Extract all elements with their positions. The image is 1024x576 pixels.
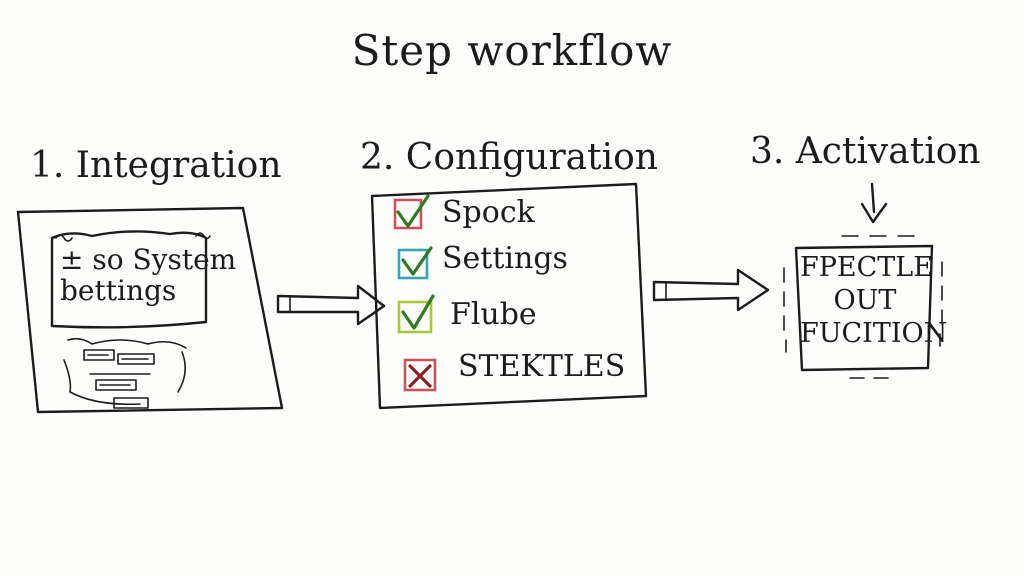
checklist-item-settings: Settings — [442, 241, 568, 276]
cross-mark-icon — [408, 364, 432, 388]
check-mark-icon — [396, 194, 430, 228]
integration-panel-text: ± so System bettings — [60, 244, 236, 307]
diagram-title: Step workflow — [351, 26, 673, 75]
integration-frame — [16, 206, 284, 414]
integration-line: bettings — [60, 274, 177, 308]
step-label-configuration: 2. Configuration — [360, 137, 658, 178]
step-label-integration: 1. Integration — [30, 145, 282, 186]
activation-line: FUCITION — [800, 317, 948, 349]
activation-text: FPECTLE OUT FUCITION — [800, 252, 948, 351]
checklist-item-spock: Spock — [442, 195, 535, 230]
check-mark-icon — [401, 246, 433, 276]
activation-line: FPECTLE — [800, 252, 933, 283]
checkbox-spock — [393, 194, 430, 230]
activation-frame — [794, 244, 934, 372]
configuration-frame — [370, 182, 648, 410]
checkbox-stektles — [403, 358, 437, 392]
step-label-activation: 3. Activation — [750, 131, 981, 172]
panel-top-curls — [55, 232, 211, 242]
mini-ui-sketch — [63, 337, 187, 409]
arrow-step1-to-step2 — [276, 284, 386, 326]
checkbox-flube — [397, 294, 435, 334]
checklist-item-flube: Flube — [450, 297, 537, 332]
down-arrow-icon — [860, 182, 888, 224]
checklist-item-stektles: STEKTLES — [458, 349, 626, 384]
checkbox-settings — [397, 246, 433, 280]
activation-dashes — [783, 235, 943, 379]
integration-settings-panel — [50, 230, 208, 329]
activation-line: OUT — [833, 284, 897, 316]
integration-line: ± so System — [60, 243, 237, 276]
check-mark-icon — [401, 294, 435, 330]
arrow-step2-to-step3 — [652, 268, 770, 312]
